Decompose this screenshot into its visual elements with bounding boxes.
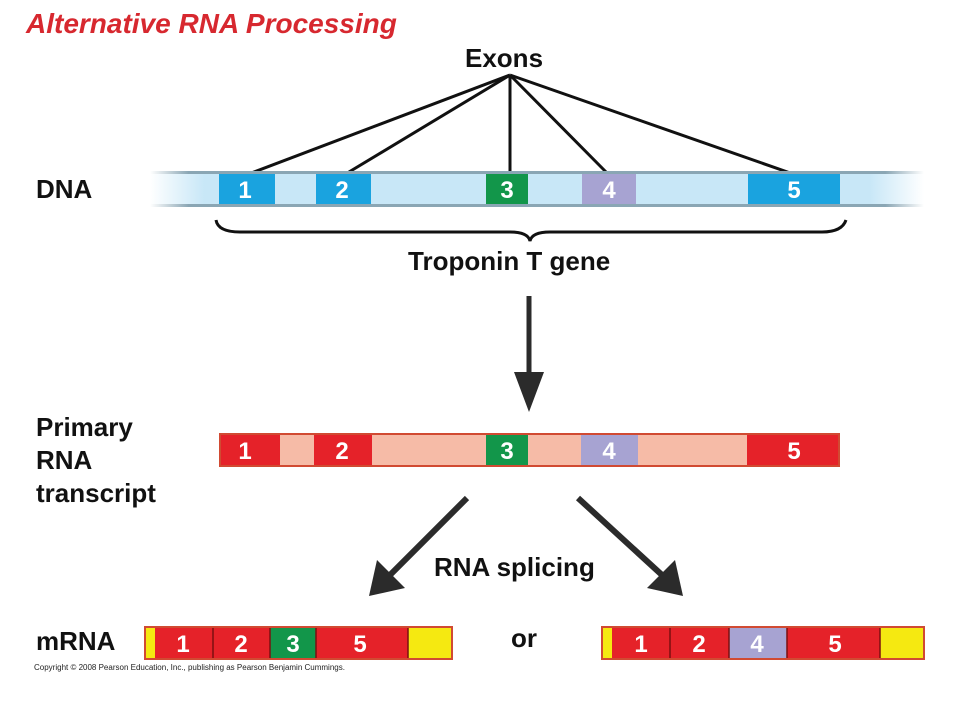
primary-label-line: Primary: [36, 412, 133, 442]
primary-backbone: [219, 433, 840, 467]
mrna-a-exon-number: 3: [286, 631, 299, 658]
mrna-b-exon-4: [729, 628, 787, 658]
primary-rna-transcript: 1 2 3 4 5: [219, 433, 840, 467]
dna-edge-bottom: [150, 204, 924, 207]
mrna-variant-b: 1 2 4 5: [601, 626, 925, 660]
primary-exon-number: 1: [238, 438, 251, 465]
mrna-a-exon-number: 2: [234, 631, 247, 658]
dna-exon-1: [219, 174, 275, 204]
dna-exon-number: 3: [500, 177, 513, 204]
primary-exon-3: [486, 435, 528, 465]
mrna-b-exon-number: 4: [750, 631, 764, 658]
exon-pointer-line: [245, 73, 511, 177]
page-title: Alternative RNA Processing: [26, 8, 397, 39]
mrna-b-cap: [603, 628, 612, 658]
mrna-a-exon-3: [270, 628, 316, 658]
mrna-a-exon-number: 5: [353, 631, 366, 658]
dna-exon-number: 1: [238, 177, 251, 204]
gene-brace: [214, 219, 848, 242]
mrna-variant-a: 1 2 3 5: [144, 626, 453, 660]
dna-strand: 1 2 3 4 5: [150, 171, 924, 207]
mrna-b-exon-number: 1: [634, 631, 647, 658]
primary-exon-4: [581, 435, 638, 465]
splicing-arrow-left: [369, 495, 470, 596]
exons-label: Exons: [465, 43, 544, 73]
dna-edge-top: [150, 171, 924, 174]
exon-pointer-line: [509, 73, 797, 177]
or-label: or: [511, 623, 537, 653]
primary-exon-2: [314, 435, 372, 465]
dna-exon-number: 2: [335, 177, 348, 204]
copyright-notice: Copyright © 2008 Pearson Education, Inc.…: [34, 663, 345, 672]
dna-exon-number: 4: [602, 177, 616, 204]
dna-exon-3: [486, 174, 528, 204]
mrna-a-tail: [408, 628, 451, 658]
primary-label-line: transcript: [36, 478, 156, 508]
dna-exon-number: 5: [787, 177, 800, 204]
mrna-a-cap: [146, 628, 155, 658]
mrna-b-exon-2: [670, 628, 729, 658]
mrna-b-exon-number: 2: [692, 631, 705, 658]
splicing-arrow-right: [575, 495, 683, 596]
primary-exon-number: 5: [787, 438, 800, 465]
rna-splicing-label: RNA splicing: [434, 552, 595, 582]
mrna-b-exon-number: 5: [828, 631, 841, 658]
exon-pointer-line: [343, 73, 511, 177]
mrna-a-exon-5: [316, 628, 408, 658]
primary-exon-number: 2: [335, 438, 348, 465]
gene-label: Troponin T gene: [408, 246, 611, 276]
primary-exon-5: [747, 435, 838, 465]
transcription-arrow: [514, 296, 544, 412]
exon-pointer-line: [508, 73, 611, 177]
primary-label-line: RNA: [36, 445, 93, 475]
mrna-a-exon-number: 1: [176, 631, 189, 658]
exon-pointer-lines: [245, 73, 797, 177]
mrna-b-exon-5: [787, 628, 880, 658]
mrna-label: mRNA: [36, 626, 116, 656]
mrna-b-exon-1: [612, 628, 670, 658]
primary-exon-number: 4: [602, 438, 616, 465]
mrna-b-tail: [880, 628, 923, 658]
dna-exon-2: [316, 174, 371, 204]
mrna-a-exon-1: [155, 628, 213, 658]
dna-label: DNA: [36, 174, 93, 204]
mrna-a-exon-2: [213, 628, 270, 658]
dna-exon-4: [582, 174, 636, 204]
primary-exon-number: 3: [500, 438, 513, 465]
dna-exon-5: [748, 174, 840, 204]
primary-exon-1: [221, 435, 280, 465]
primary-transcript-label: Primary RNA transcript: [36, 411, 156, 510]
